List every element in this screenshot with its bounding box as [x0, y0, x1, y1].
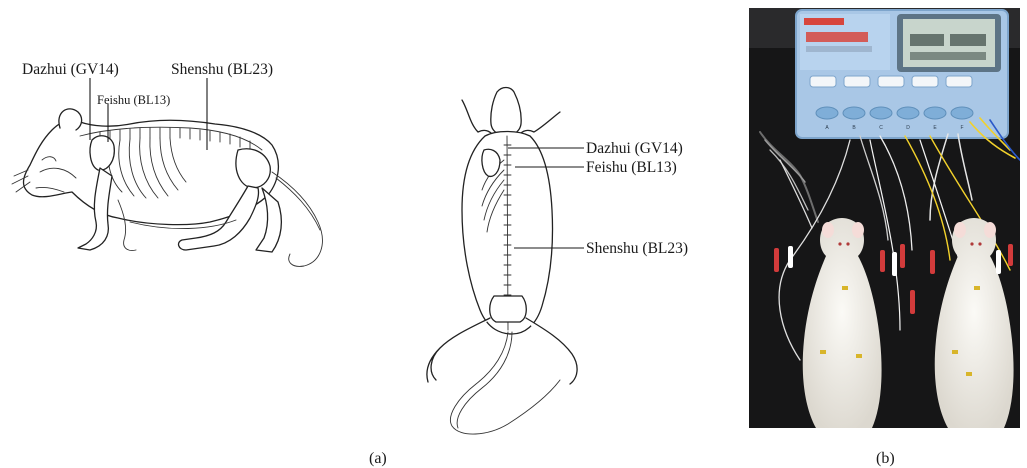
rat-dorsal-skeleton-drawing — [427, 88, 577, 435]
label-dazhui-gv14-dorsal: Dazhui (GV14) — [586, 140, 683, 157]
caption-b: (b) — [876, 450, 895, 467]
caption-a: (a) — [369, 450, 387, 467]
photo-electroacupuncture-setup: A B C D E F — [749, 8, 1020, 428]
label-dazhui-gv14-side: Dazhui (GV14) — [22, 61, 119, 78]
electronic-stimulator-device: A B C D E F — [796, 10, 1008, 138]
channel-label-c: C — [879, 125, 883, 131]
label-feishu-bl13-dorsal: Feishu (BL13) — [586, 159, 677, 176]
label-feishu-bl13-side: Feishu (BL13) — [97, 93, 170, 107]
label-shenshu-bl23-dorsal: Shenshu (BL23) — [586, 240, 688, 257]
label-shenshu-bl23-side: Shenshu (BL23) — [171, 61, 273, 78]
channel-label-d: D — [906, 125, 910, 131]
rat-side-skeleton-drawing — [12, 109, 322, 267]
channel-label-f: F — [960, 125, 963, 131]
